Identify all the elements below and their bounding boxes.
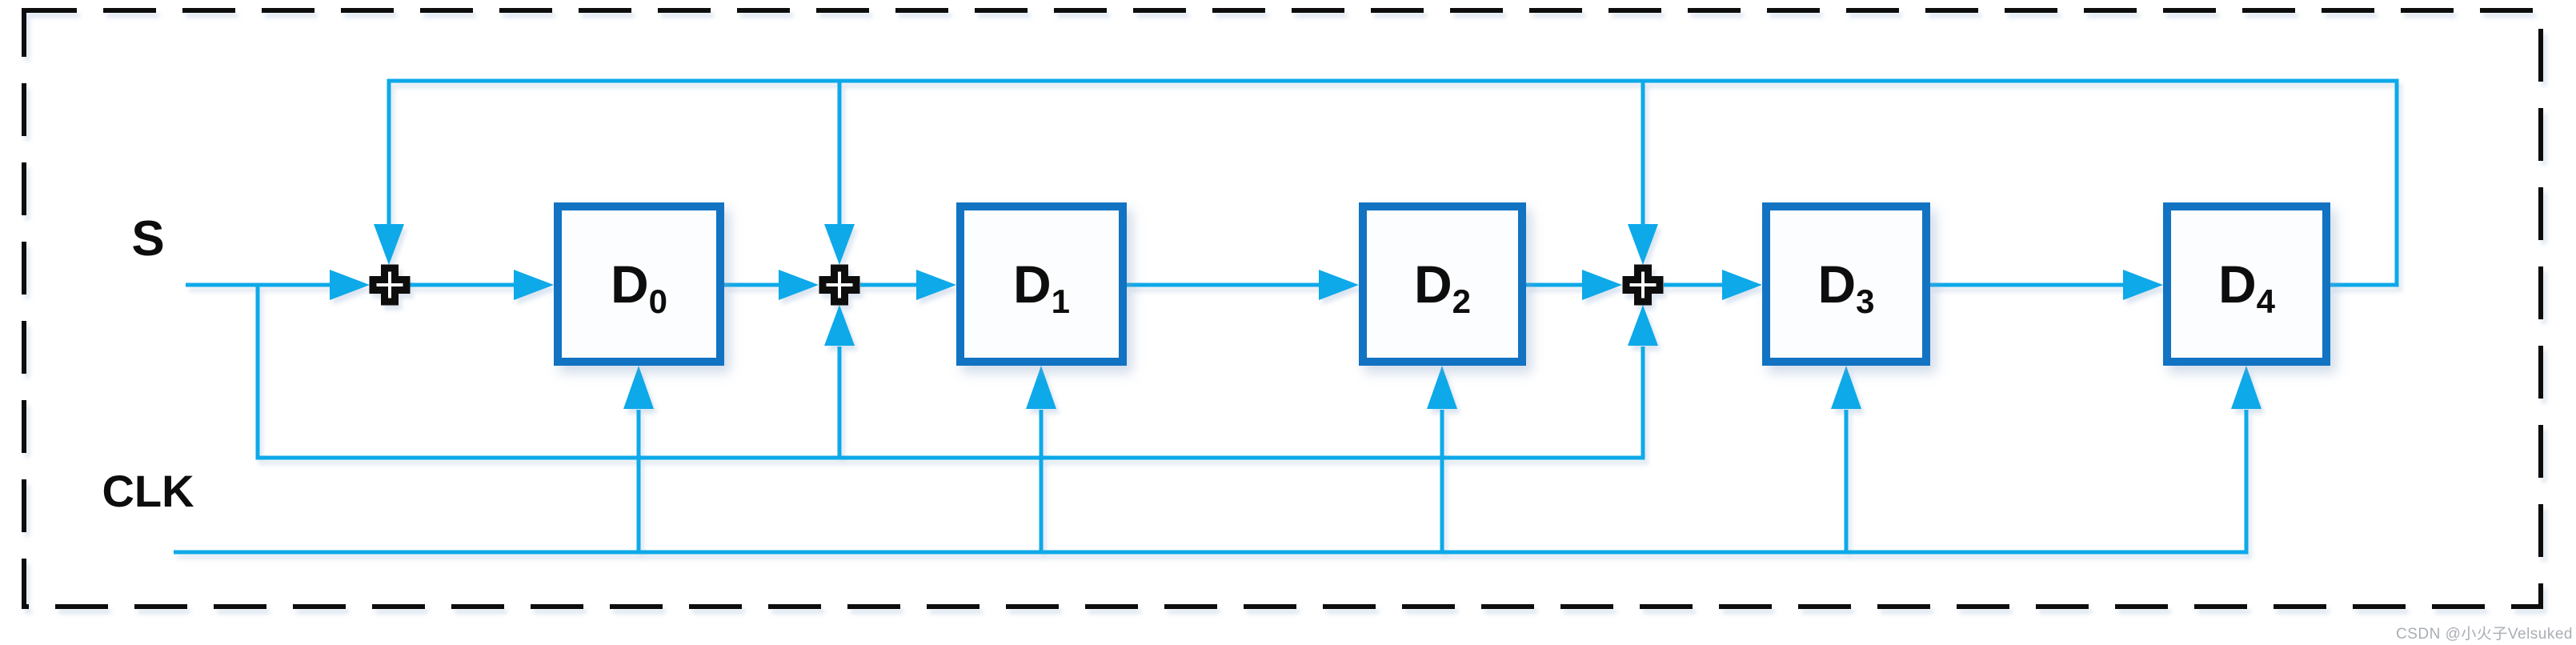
flipflop-box-d4: D4 [2163,202,2330,366]
flipflop-box-d2: D2 [1359,202,1526,366]
xor-gates [369,264,1664,306]
mid-feedback-bus [255,285,1645,460]
xor-gate-icon [819,264,860,306]
flipflop-box-d3: D3 [1762,202,1930,366]
flipflop-label: D2 [1413,254,1472,320]
flipflop-label: D1 [1012,254,1071,320]
input-label: S [131,211,165,266]
flipflop-label: D3 [1817,254,1875,320]
dashed-border [22,8,2543,609]
watermark: CSDN @小火子Velsuked [2395,626,2573,643]
flipflop-label: D4 [2217,254,2276,320]
clock-label: CLK [102,466,194,516]
flipflop-label: D0 [610,254,668,320]
flipflop-box-d1: D1 [956,202,1127,366]
arrowheads [330,224,2262,409]
flipflop-box-d0: D0 [554,202,724,366]
xor-gate-icon [369,264,411,306]
top-feedback-bus [387,78,2399,287]
clock-bus [174,410,2249,555]
xor-gate-icon [1622,264,1664,306]
